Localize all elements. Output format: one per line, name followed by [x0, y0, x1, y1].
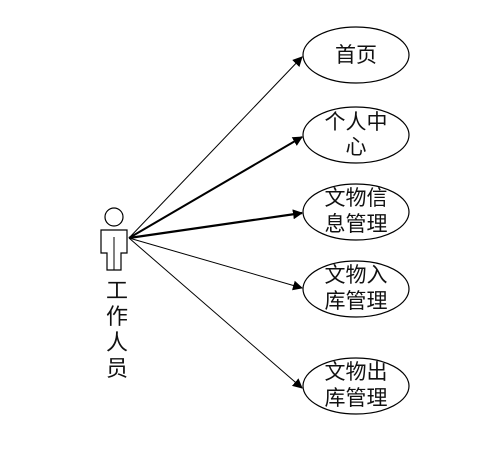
- use-case-relic-inbound-management-ellipse: [302, 260, 410, 318]
- use-case-relic-outbound-management-line-2: 库管理: [325, 386, 388, 410]
- association-home: [128, 56, 303, 239]
- association-personal-center: [128, 136, 303, 239]
- association-relic-info-management: [128, 209, 303, 240]
- actor-label-line-1: 工: [106, 279, 128, 304]
- use-case-relic-info-management-line-2: 息管理: [325, 212, 388, 236]
- use-case-relic-inbound-management: 文物入 库管理: [302, 260, 410, 318]
- use-case-personal-center: 个人中 心: [302, 106, 410, 164]
- association-relic-inbound-management: [128, 237, 303, 291]
- actor-head: [104, 207, 124, 227]
- actor-label-line-3: 人: [106, 331, 128, 356]
- use-case-relic-inbound-management-line-1: 文物入: [325, 263, 388, 287]
- actor-label-line-2: 作: [106, 305, 128, 330]
- use-case-personal-center-line-1: 个人中: [325, 110, 388, 134]
- use-case-relic-inbound-management-line-2: 库管理: [325, 289, 388, 313]
- use-case-relic-info-management-line-1: 文物信: [325, 186, 388, 210]
- use-case-relic-info-management: 文物信 息管理: [302, 183, 410, 241]
- use-case-home: 首页: [302, 26, 410, 84]
- use-case-personal-center-line-2: 心: [346, 135, 367, 159]
- use-case-relic-info-management-ellipse: [302, 183, 410, 241]
- actor-label-line-4: 员: [106, 357, 128, 382]
- use-case-relic-outbound-management-ellipse: [302, 357, 410, 415]
- use-case-home-ellipse: [302, 26, 410, 84]
- use-case-home-line-1: 首页: [335, 43, 377, 67]
- use-case-relic-outbound-management: 文物出 库管理: [302, 357, 410, 415]
- actor-worker: 工 作 人 员: [100, 207, 128, 382]
- association-relic-outbound-management: [128, 237, 303, 389]
- use-case-relic-outbound-management-line-1: 文物出: [325, 360, 388, 384]
- use-case-personal-center-ellipse: [302, 106, 410, 164]
